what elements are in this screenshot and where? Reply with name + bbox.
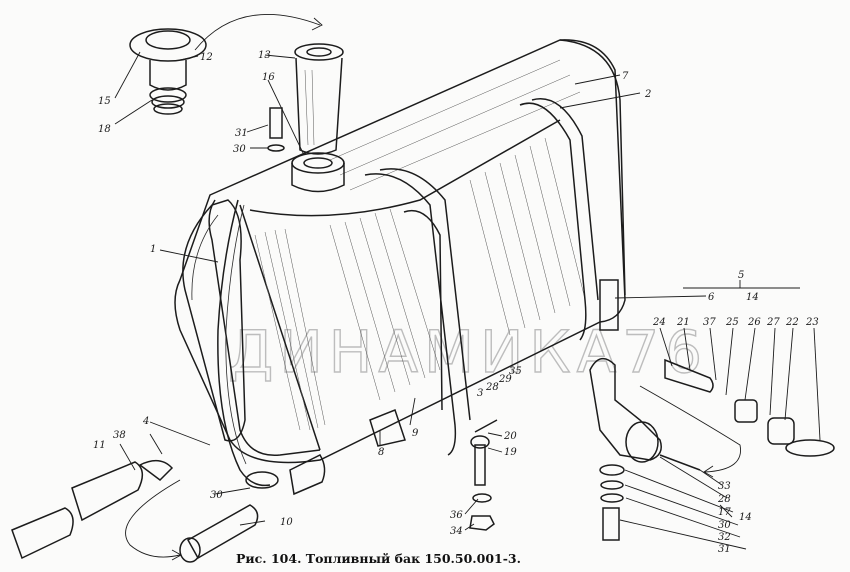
callout-26: 26 <box>747 317 761 328</box>
callout-16: 16 <box>262 72 275 83</box>
assembly-arrows <box>125 14 741 561</box>
fuel-tank-body <box>174 39 626 464</box>
mounting-straps <box>364 98 599 456</box>
callout-4: 4 <box>142 416 149 427</box>
figure-caption: Рис. 104. Топливный бак 150.50.001-3. <box>236 551 521 566</box>
callout-8: 8 <box>378 447 384 458</box>
callout-1: 1 <box>150 244 156 255</box>
callout-2: 2 <box>644 89 651 100</box>
callout-25: 25 <box>725 317 739 328</box>
callout-32: 32 <box>718 532 731 543</box>
callout-9: 9 <box>412 428 419 439</box>
hose-assembly <box>11 459 259 563</box>
callout-7: 7 <box>622 71 629 82</box>
callout-30-top: 30 <box>233 144 246 155</box>
leader-lines <box>114 51 821 550</box>
fuel-tap-assembly <box>589 279 835 541</box>
callout-11: 11 <box>93 440 106 451</box>
watermark: ДИНАМИКА76 <box>228 318 708 386</box>
filler-cap <box>129 28 207 115</box>
callout-24: 24 <box>652 317 666 328</box>
callout-38: 38 <box>113 430 126 441</box>
callout-14-top: 14 <box>746 292 759 303</box>
callout-29: 29 <box>498 374 512 385</box>
callout-35: 35 <box>509 366 522 377</box>
callout-19: 19 <box>504 447 517 458</box>
callout-12: 12 <box>200 52 213 63</box>
callout-15: 15 <box>98 96 111 107</box>
bottom-fittings <box>245 409 406 496</box>
filler-neck <box>291 43 345 193</box>
callout-34: 34 <box>450 526 463 537</box>
callout-14-right: 14 <box>739 512 752 523</box>
callout-28-mid: 28 <box>485 382 499 393</box>
left-fuel-line <box>217 199 271 487</box>
callout-33: 33 <box>718 481 731 492</box>
callout-27: 27 <box>766 317 780 328</box>
callout-37: 37 <box>703 317 716 328</box>
callout-10: 10 <box>280 517 293 528</box>
callout-18: 18 <box>98 124 111 135</box>
callout-28-right: 28 <box>717 494 731 505</box>
callout-labels: 15 12 18 13 16 31 30 7 2 1 4 11 38 30 10… <box>93 50 819 555</box>
callout-21: 21 <box>676 317 690 328</box>
callout-30-left: 30 <box>210 490 223 501</box>
callout-36: 36 <box>450 510 463 521</box>
callout-6: 6 <box>708 292 715 303</box>
callout-31-top: 31 <box>235 128 248 139</box>
callout-23: 23 <box>805 317 819 328</box>
callout-30-right: 30 <box>718 520 731 531</box>
callout-13: 13 <box>258 50 271 61</box>
callout-17: 17 <box>718 507 731 518</box>
callout-22: 22 <box>785 317 799 328</box>
callout-5: 5 <box>738 270 744 281</box>
bolt-top <box>267 107 285 152</box>
callout-20: 20 <box>503 431 517 442</box>
small-hardware <box>469 419 498 531</box>
callout-31-right: 31 <box>718 544 731 555</box>
callout-3: 3 <box>477 388 483 399</box>
